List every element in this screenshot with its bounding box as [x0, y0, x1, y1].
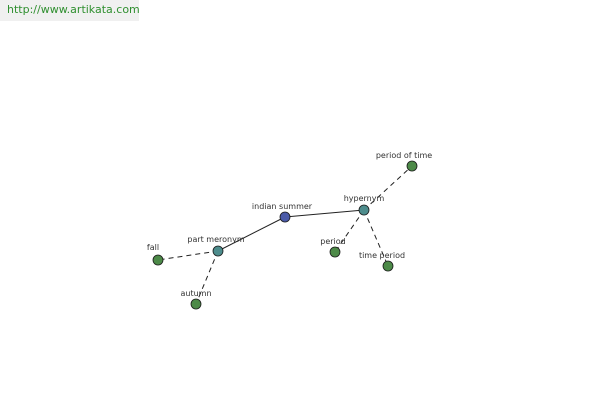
node-label-autumn: autumn [180, 289, 211, 298]
node-time-period[interactable] [382, 260, 394, 272]
edge-hypernym-to-time-period [363, 209, 389, 267]
graph-edges [157, 165, 413, 305]
node-period-of-time[interactable] [406, 160, 418, 172]
node-hypernym[interactable] [358, 204, 370, 216]
node-autumn[interactable] [190, 298, 202, 310]
node-label-period-of-time: period of time [376, 151, 432, 160]
node-part-meronym[interactable] [212, 245, 224, 257]
node-label-part-meronym: part meronym [187, 235, 244, 244]
edge-part-meronym-to-fall [157, 250, 219, 261]
node-fall[interactable] [152, 254, 164, 266]
edge-part-meronym-to-autumn [195, 250, 219, 305]
site-url-link[interactable]: http://www.artikata.com [7, 3, 140, 16]
node-period[interactable] [329, 246, 341, 258]
node-label-indian-summer: indian summer [252, 202, 313, 211]
node-label-hypernym: hypernym [344, 194, 385, 203]
node-label-period: period [320, 237, 345, 246]
graph-nodes: indian summer hypernym part meronym period … [147, 151, 432, 310]
node-indian-summer[interactable] [279, 211, 291, 223]
edge-indian-summer-to-hypernym [284, 209, 365, 218]
node-label-fall: fall [147, 243, 159, 252]
header-bar: http://www.artikata.com [0, 0, 140, 21]
edge-indian-summer-to-part-meronym [217, 216, 286, 252]
node-label-time-period: time period [359, 251, 405, 260]
edge-hypernym-to-period-of-time [363, 165, 413, 211]
